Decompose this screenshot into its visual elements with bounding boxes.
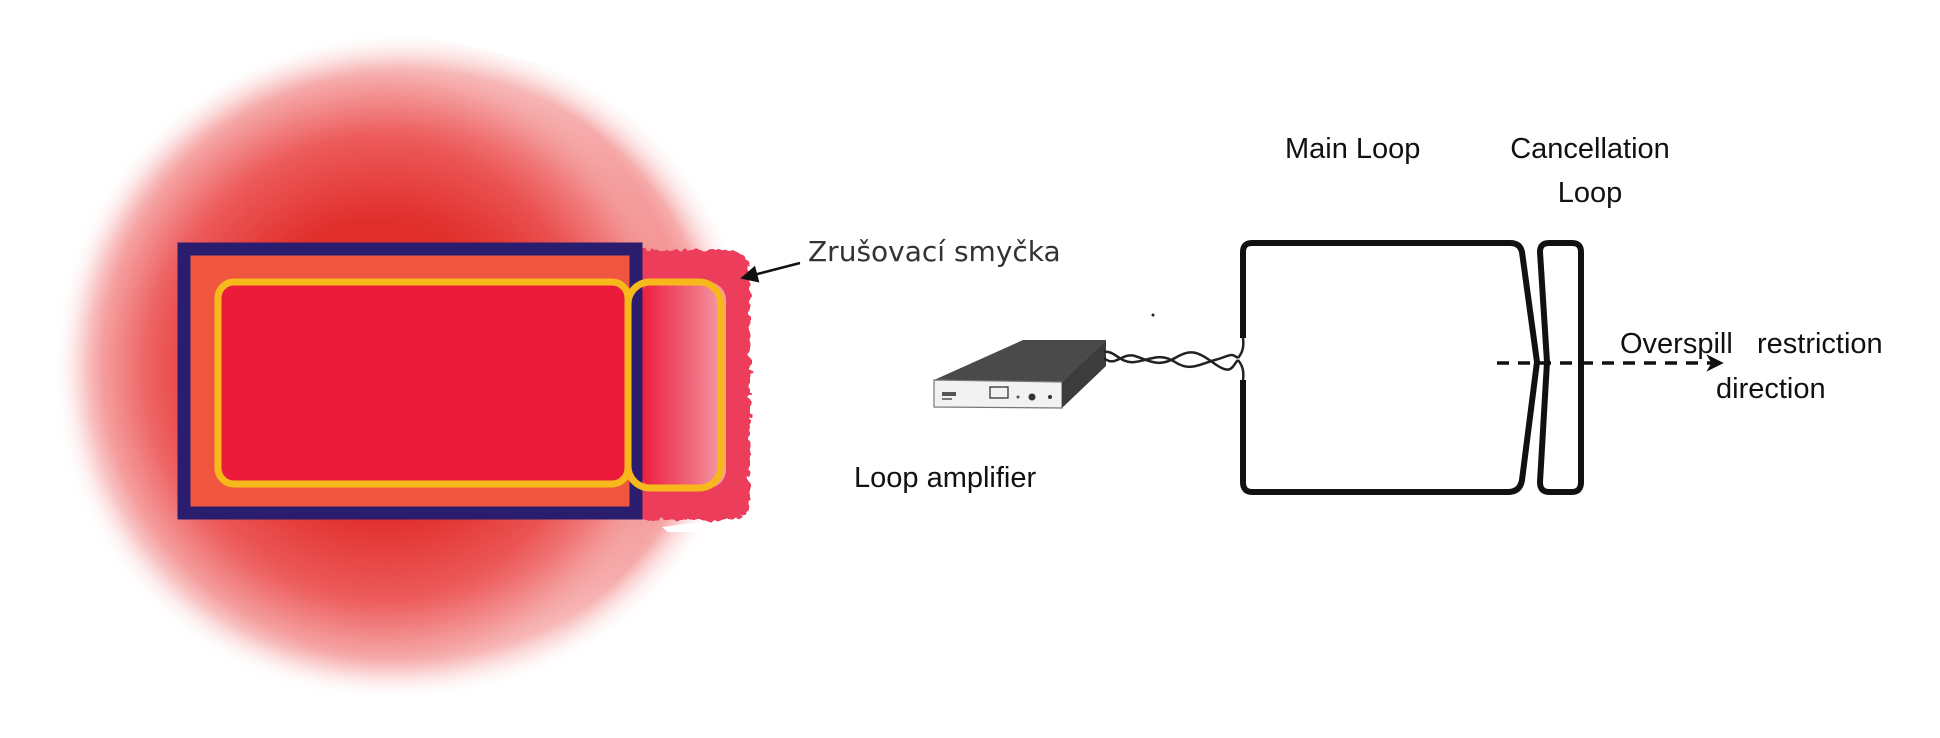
cancellation-loop-label-line1: Cancellation (1510, 133, 1670, 165)
field-illustration (50, 30, 801, 700)
cancellation-loop-label-line2: Loop (1557, 177, 1623, 209)
cancellation-loop-label-cz: Zrušovací smyčka (808, 235, 1061, 268)
cancellation-loop-label: Cancellation Loop (1498, 127, 1682, 215)
main-loop-conductor (214, 278, 632, 488)
cancellation-loop-schematic (1537, 240, 1584, 495)
twisted-pair-cable (1103, 337, 1245, 381)
cz-label-arrow (740, 261, 801, 283)
rack-amplifier-icon (933, 340, 1106, 409)
main-loop-label: Main Loop (1285, 133, 1421, 165)
cancellation-loop-conductor (624, 278, 725, 492)
overspill-label-line1: Overspill restriction (1620, 328, 1883, 360)
overspill-label-line2: direction (1716, 373, 1826, 405)
loop-amplifier-label: Loop amplifier (854, 462, 1037, 494)
main-loop-schematic (1240, 240, 1540, 495)
